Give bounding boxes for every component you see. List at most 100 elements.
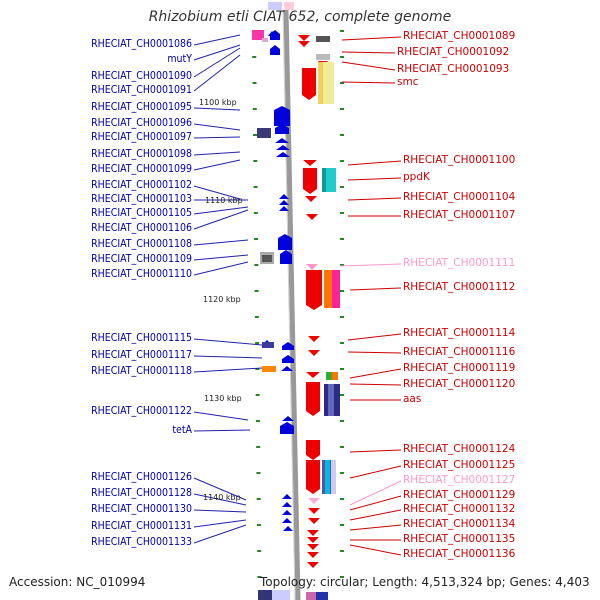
left-gene-label[interactable]: RHECIAT_CH0001110 [91,268,192,280]
left-leader-line [193,209,249,230]
reverse-gene-small [305,196,317,202]
right-gene-label[interactable]: RHECIAT_CH0001100 [403,154,516,166]
left-gene-label[interactable]: RHECIAT_CH0001128 [91,487,192,499]
left-gene-label[interactable]: RHECIAT_CH0001099 [91,163,192,175]
tick-mark [256,524,261,526]
left-gene-label[interactable]: RHECIAT_CH0001086 [91,38,192,50]
left-gene-label[interactable]: RHECIAT_CH0001103 [91,193,192,205]
left-leader-line [193,524,247,544]
right-gene-label[interactable]: RHECIAT_CH0001124 [403,443,516,455]
tick-mark [340,524,344,526]
tick-mark [340,56,344,58]
right-gene-label[interactable]: RHECIAT_CH0001134 [403,518,516,530]
left-gene-label[interactable]: RHECIAT_CH0001091 [91,84,192,96]
right-gene-label[interactable]: RHECIAT_CH0001136 [403,548,516,560]
reverse-gene [306,270,322,310]
left-leader-line [193,123,241,131]
gene-block-green [326,372,336,380]
right-gene-label[interactable]: smc [397,76,419,88]
left-leader-line [193,254,249,261]
right-leader-line [349,544,402,556]
left-gene-label[interactable]: RHECIAT_CH0001115 [91,332,192,344]
right-gene-label[interactable]: RHECIAT_CH0001116 [403,346,516,358]
left-leader-line [193,355,263,359]
left-gene-label[interactable]: RHECIAT_CH0001133 [91,536,192,548]
gene-block-lavender [272,590,290,600]
tick-mark [254,264,259,266]
right-gene-label[interactable]: RHECIAT_CH0001111 [403,257,516,269]
reverse-gene-small [306,214,318,220]
tick-mark [257,576,262,578]
right-gene-label[interactable]: RHECIAT_CH0001125 [403,459,516,471]
right-leader-line [349,495,402,511]
right-gene-label[interactable]: RHECIAT_CH0001114 [403,327,516,339]
gene-block-light [262,38,268,42]
left-gene-label[interactable]: RHECIAT_CH0001117 [91,349,192,361]
left-gene-label[interactable]: RHECIAT_CH0001131 [91,520,192,532]
left-gene-label[interactable]: RHECIAT_CH0001098 [91,148,192,160]
reverse-gene-small [307,544,319,550]
backbone-line [283,9,301,600]
left-gene-label[interactable]: RHECIAT_CH0001102 [91,179,192,191]
right-gene-label[interactable]: RHECIAT_CH0001127 [403,474,516,486]
tick-mark [255,368,260,370]
left-leader-line [193,54,241,92]
right-gene-label[interactable]: RHECIAT_CH0001135 [403,533,516,545]
left-gene-label[interactable]: RHECIAT_CH0001105 [91,207,192,219]
tick-mark [253,134,258,136]
left-gene-label[interactable]: tetA [172,424,192,436]
tick-mark [340,134,344,136]
tick-mark [254,316,259,318]
right-gene-label[interactable]: RHECIAT_CH0001107 [403,209,516,221]
left-leader-line [193,519,247,528]
right-gene-label[interactable]: RHECIAT_CH0001112 [403,281,516,293]
left-leader-line [193,151,241,156]
left-gene-label[interactable]: RHECIAT_CH0001126 [91,471,192,483]
reverse-gene-small [308,498,320,504]
right-gene-label[interactable]: RHECIAT_CH0001132 [403,503,516,515]
left-gene-label[interactable]: RHECIAT_CH0001090 [91,70,192,82]
right-leader-line [341,61,396,71]
left-gene-label[interactable]: RHECIAT_CH0001109 [91,253,192,265]
right-gene-label[interactable]: RHECIAT_CH0001119 [403,362,516,374]
gene-block-cyan [325,460,330,494]
reverse-gene [306,382,320,416]
reverse-gene-small [303,160,317,166]
right-gene-label[interactable]: RHECIAT_CH0001104 [403,191,516,203]
forward-gene-small [282,518,292,523]
tick-mark [340,394,344,396]
right-leader-line [339,263,402,267]
accession-text: Accession: NC_010994 [9,575,146,589]
right-gene-label[interactable]: RHECIAT_CH0001092 [397,46,510,58]
forward-gene [270,30,280,40]
gene-block-navy [262,342,274,348]
right-gene-label[interactable]: ppdK [403,171,430,183]
left-gene-label[interactable]: RHECIAT_CH0001097 [91,131,192,143]
right-leader-line [349,480,402,506]
gene-block-grey [316,54,330,60]
right-gene-label[interactable]: RHECIAT_CH0001093 [397,63,510,75]
right-gene-label[interactable]: RHECIAT_CH0001120 [403,378,516,390]
reverse-gene-small [307,552,319,558]
gene-block-orange [332,372,338,380]
forward-gene [274,106,290,126]
gene-block-pink [252,30,264,40]
left-gene-label[interactable]: RHECIAT_CH0001130 [91,503,192,515]
right-gene-label[interactable]: aas [403,393,422,405]
gene-block-lavender [331,460,336,494]
left-gene-label[interactable]: RHECIAT_CH0001118 [91,365,192,377]
right-gene-label[interactable]: RHECIAT_CH0001129 [403,489,516,501]
forward-gene [275,124,289,134]
gene-block-yellow [318,62,323,104]
left-gene-label[interactable]: RHECIAT_CH0001122 [91,405,192,417]
tick-mark [340,212,344,214]
left-leader-line [193,159,241,171]
map-title: Rhizobium etli CIAT 652, complete genome [148,9,452,25]
left-gene-label[interactable]: RHECIAT_CH0001106 [91,222,192,234]
left-gene-label[interactable]: mutY [167,53,192,65]
left-gene-label[interactable]: RHECIAT_CH0001108 [91,238,192,250]
right-gene-label[interactable]: RHECIAT_CH0001089 [403,30,516,42]
left-gene-label[interactable]: RHECIAT_CH0001096 [91,117,192,129]
left-gene-label[interactable]: RHECIAT_CH0001095 [91,101,192,113]
reverse-gene-small [308,508,320,514]
